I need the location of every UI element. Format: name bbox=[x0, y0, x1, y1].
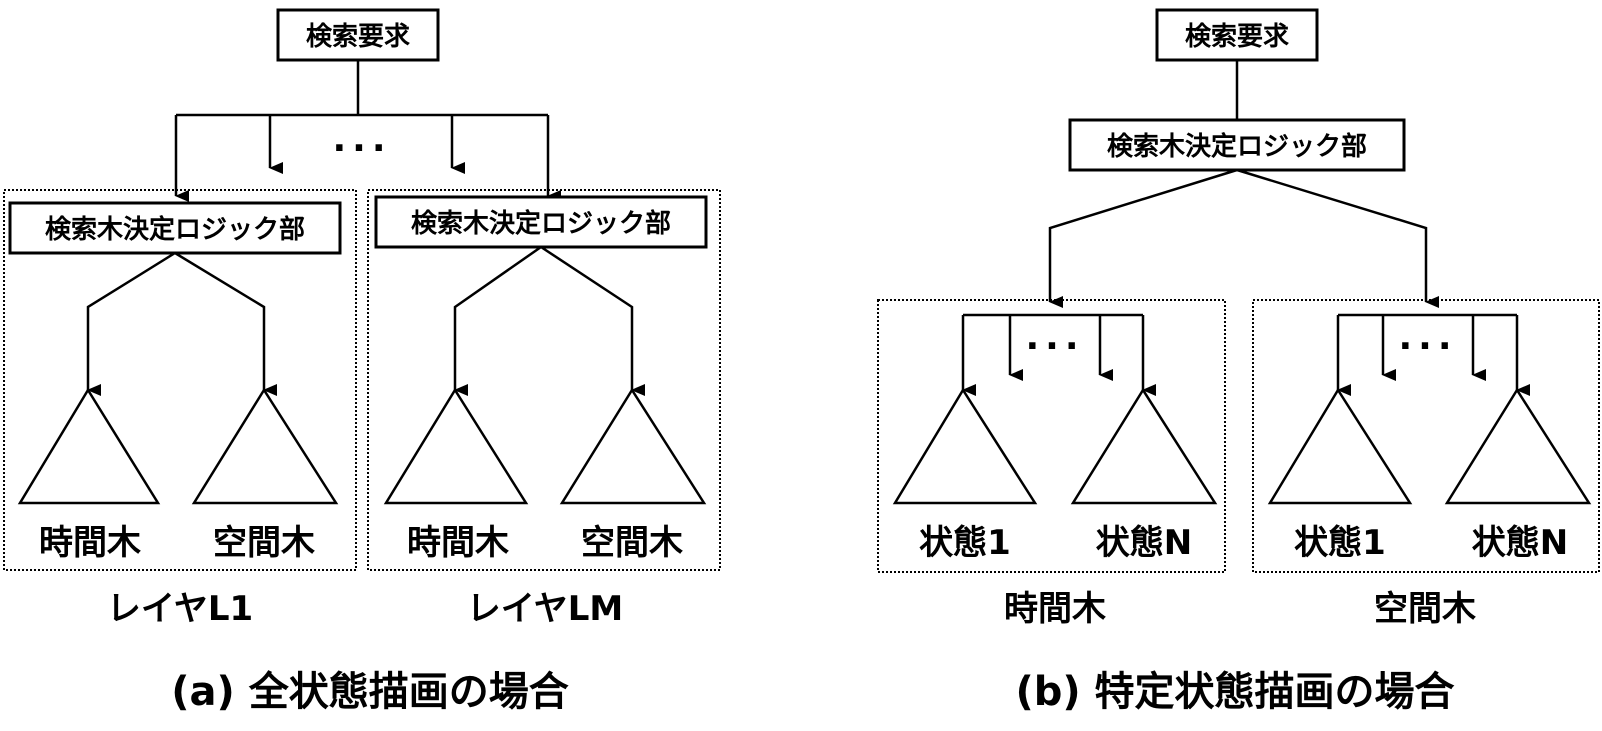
layer-1-space-tree-label: 空間木 bbox=[213, 523, 315, 563]
layer-1-label: レイヤL1 bbox=[107, 589, 253, 629]
layer-m-logic-label: 検索木決定ロジック部 bbox=[411, 208, 671, 239]
branch-to-time-group bbox=[1048, 168, 1238, 308]
space-state-1-triangle bbox=[1267, 387, 1413, 505]
layer-m-branch-right bbox=[540, 245, 645, 396]
time-tree-frame bbox=[877, 299, 1226, 573]
layer-m-label: レイヤLM bbox=[467, 589, 623, 629]
layer-1-time-tree-label: 時間木 bbox=[39, 523, 141, 563]
time-state-n-triangle bbox=[1070, 387, 1218, 505]
layer-1-logic-label: 検索木決定ロジック部 bbox=[45, 214, 305, 245]
layer-1-branch-right bbox=[174, 251, 277, 396]
space-state-n-label: 状態N bbox=[1472, 523, 1568, 563]
time-ellipsis: ··· bbox=[1025, 326, 1084, 367]
space-tree-frame bbox=[1252, 299, 1600, 573]
search-request-label-b: 検索要求 bbox=[1185, 22, 1289, 52]
time-state-n-label: 状態N bbox=[1096, 523, 1192, 563]
layer-m: 検索木決定ロジック部 時間木 空間木 レイヤLM bbox=[367, 189, 721, 629]
search-request-label: 検索要求 bbox=[306, 22, 410, 52]
logic-label-b: 検索木決定ロジック部 bbox=[1107, 131, 1367, 162]
layer-m-space-tree-label: 空間木 bbox=[581, 523, 683, 563]
layer-1-frame bbox=[3, 189, 357, 571]
ellipsis-dots: ··· bbox=[332, 128, 391, 169]
logic-box-b bbox=[1068, 118, 1406, 172]
time-state-1-label: 状態1 bbox=[919, 523, 1011, 563]
space-state-1-label: 状態1 bbox=[1294, 523, 1386, 563]
layer-m-branch-left bbox=[453, 245, 542, 396]
caption-a: (a) 全状態描画の場合 bbox=[171, 669, 568, 715]
branch-to-space-group bbox=[1236, 168, 1439, 308]
layer-1-branch-left bbox=[86, 251, 176, 396]
layer-m-space-tree-triangle bbox=[559, 387, 707, 505]
layer-1: 検索木決定ロジック部 時間木 空間木 レイヤL1 bbox=[3, 189, 357, 629]
layer-m-time-tree-triangle bbox=[383, 387, 529, 505]
layer-1-space-tree-triangle bbox=[191, 387, 339, 505]
time-state-1-triangle bbox=[892, 387, 1038, 505]
space-tree-group: ··· 状態1 状態N 空間木 bbox=[1252, 299, 1600, 629]
layer-m-frame bbox=[367, 189, 721, 571]
space-state-n-triangle bbox=[1444, 387, 1592, 505]
time-tree-group: ··· 状態1 状態N 時間木 bbox=[877, 299, 1226, 629]
time-tree-label: 時間木 bbox=[1004, 589, 1106, 629]
caption-b: (b) 特定状態描画の場合 bbox=[1015, 669, 1454, 715]
layer-1-logic-box bbox=[8, 201, 342, 255]
space-tree-label: 空間木 bbox=[1374, 589, 1476, 629]
layer-m-time-tree-label: 時間木 bbox=[407, 523, 509, 563]
layer-1-time-tree-triangle bbox=[17, 387, 161, 505]
panel-a: 検索要求 ··· 検索木決定ロジック部 時間木 空間木 レイヤL1 検索木決定ロ… bbox=[3, 8, 721, 715]
panel-b: 検索要求 検索木決定ロジック部 ··· 状態1 状態N 時間木 bbox=[877, 8, 1600, 715]
space-ellipsis: ··· bbox=[1398, 326, 1457, 367]
search-request-box-b bbox=[1155, 8, 1319, 62]
